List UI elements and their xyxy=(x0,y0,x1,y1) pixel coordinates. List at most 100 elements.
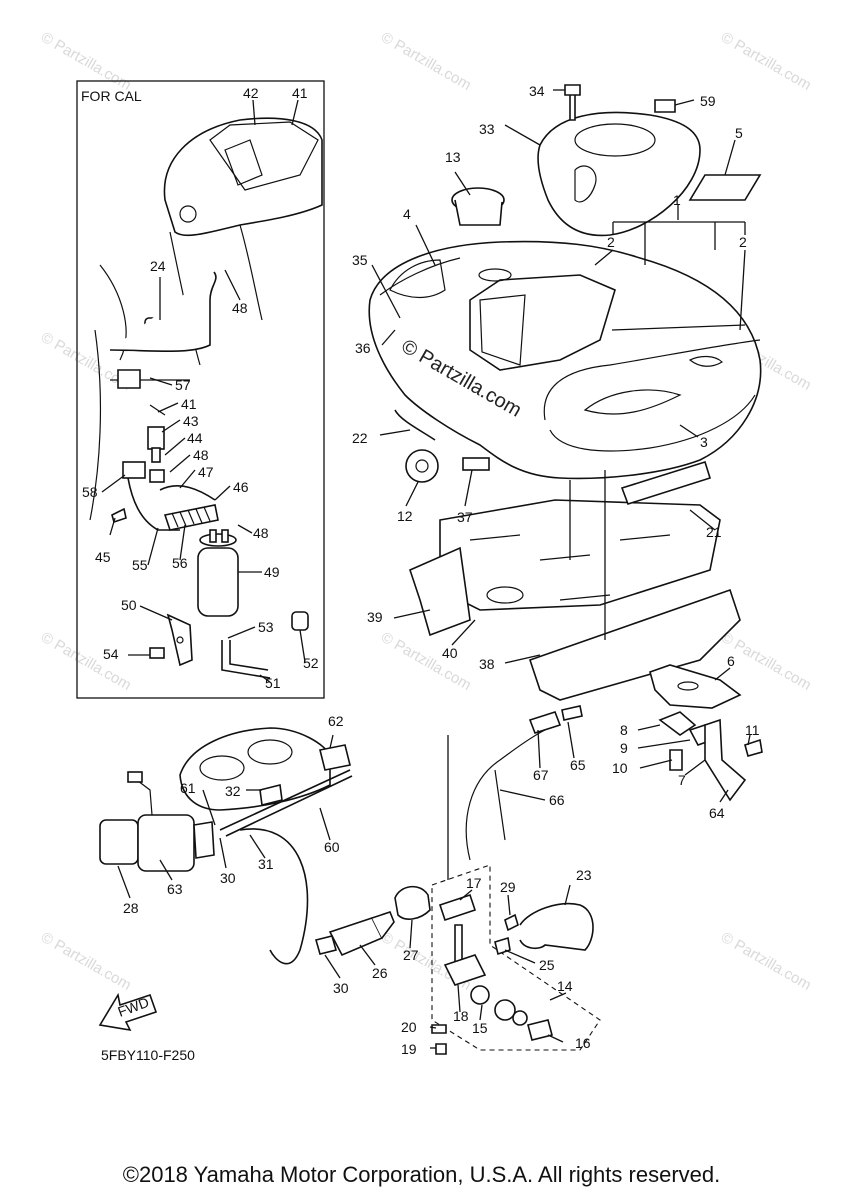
callout-54: 54 xyxy=(103,646,119,662)
callout-40: 40 xyxy=(442,645,458,661)
fuel-cap xyxy=(451,187,505,226)
callout-48: 48 xyxy=(193,447,209,463)
callout-7: 7 xyxy=(678,772,686,788)
callout-1: 1 xyxy=(673,192,681,208)
callout-60: 60 xyxy=(324,839,340,855)
callout-57: 57 xyxy=(175,377,191,393)
watermark: © Partzilla.com xyxy=(718,929,814,994)
watermark: © Partzilla.com xyxy=(378,629,474,694)
callout-36: 36 xyxy=(355,340,371,356)
callout-13: 13 xyxy=(445,149,461,165)
fwd-arrow-icon: FWD xyxy=(98,992,158,1032)
callout-9: 9 xyxy=(620,740,628,756)
callout-30: 30 xyxy=(333,980,349,996)
inset-tank xyxy=(89,117,323,521)
canister-body xyxy=(197,547,239,617)
tank-cover xyxy=(537,111,701,237)
callout-62: 62 xyxy=(328,713,344,729)
callout-42: 42 xyxy=(243,85,259,101)
callout-20: 20 xyxy=(401,1019,417,1035)
callout-27: 27 xyxy=(403,947,419,963)
callout-63: 63 xyxy=(167,881,183,897)
callout-2: 2 xyxy=(739,234,747,250)
callout-67: 67 xyxy=(533,767,549,783)
callout-21: 21 xyxy=(706,524,722,540)
callout-55: 55 xyxy=(132,557,148,573)
copyright-notice: ©2018 Yamaha Motor Corporation, U.S.A. A… xyxy=(122,1162,721,1187)
callout-61: 61 xyxy=(180,780,196,796)
callout-30: 30 xyxy=(220,870,236,886)
callout-41: 41 xyxy=(292,85,308,101)
choke-cable xyxy=(465,729,546,861)
fuel-petcock xyxy=(431,864,601,1055)
callout-50: 50 xyxy=(121,597,137,613)
callout-65: 65 xyxy=(570,757,586,773)
callout-53: 53 xyxy=(258,619,274,635)
callout-41: 41 xyxy=(181,396,197,412)
inset-title: FOR CAL xyxy=(81,88,142,104)
fuel-hose-long xyxy=(239,828,309,965)
callout-58: 58 xyxy=(82,484,98,500)
callout-31: 31 xyxy=(258,856,274,872)
heat-shields xyxy=(409,499,741,701)
vacuum-valve xyxy=(394,885,431,920)
callouts: 1 2 2 3 4 5 6 7 8 9 10 11 12 13 14 15 16… xyxy=(82,83,760,1057)
callout-34: 34 xyxy=(529,83,545,99)
damper xyxy=(462,457,490,471)
throttle-bodies xyxy=(179,727,351,811)
inset-frame xyxy=(76,80,325,699)
callout-46: 46 xyxy=(233,479,249,495)
watermark: © Partzilla.com xyxy=(38,629,134,694)
callout-3: 3 xyxy=(700,434,708,450)
callout-38: 38 xyxy=(479,656,495,672)
callout-39: 39 xyxy=(367,609,383,625)
caution-label xyxy=(688,174,762,201)
callout-66: 66 xyxy=(549,792,565,808)
inset-evap-system xyxy=(109,271,309,679)
callout-26: 26 xyxy=(372,965,388,981)
callout-25: 25 xyxy=(539,957,555,973)
callout-48: 48 xyxy=(253,525,269,541)
callout-23: 23 xyxy=(576,867,592,883)
rubber-damper xyxy=(405,449,439,483)
callout-17: 17 xyxy=(466,875,482,891)
callout-35: 35 xyxy=(352,252,368,268)
drain-hose xyxy=(394,409,436,441)
callout-18: 18 xyxy=(453,1008,469,1024)
callout-24: 24 xyxy=(150,258,166,274)
callout-28: 28 xyxy=(123,900,139,916)
fuel-pump-unit xyxy=(99,771,215,872)
callout-45: 45 xyxy=(95,549,111,565)
callout-2: 2 xyxy=(607,234,615,250)
tank-bracket xyxy=(649,664,763,802)
callout-6: 6 xyxy=(727,653,735,669)
callout-33: 33 xyxy=(479,121,495,137)
callout-11: 11 xyxy=(745,722,760,738)
callout-22: 22 xyxy=(352,430,368,446)
callout-15: 15 xyxy=(472,1020,488,1036)
callout-37: 37 xyxy=(457,509,473,525)
callout-64: 64 xyxy=(709,805,725,821)
tank-pad xyxy=(620,460,712,505)
callout-4: 4 xyxy=(403,206,411,222)
callout-51: 51 xyxy=(265,675,281,691)
callout-12: 12 xyxy=(397,508,413,524)
fuel-hose-bent xyxy=(519,902,594,951)
callout-44: 44 xyxy=(187,430,203,446)
leader-lines xyxy=(101,89,751,1049)
watermark: © Partzilla.com xyxy=(718,29,814,94)
watermark: © Partzilla.com xyxy=(38,29,134,94)
callout-10: 10 xyxy=(612,760,628,776)
callout-32: 32 xyxy=(225,783,241,799)
watermark: © Partzilla.com xyxy=(378,29,474,94)
callout-29: 29 xyxy=(500,879,516,895)
watermark: © Partzilla.com xyxy=(38,929,134,994)
callout-48: 48 xyxy=(232,300,248,316)
callout-47: 47 xyxy=(198,464,214,480)
callout-43: 43 xyxy=(183,413,199,429)
callout-5: 5 xyxy=(735,125,743,141)
callout-14: 14 xyxy=(557,978,573,994)
callout-19: 19 xyxy=(401,1041,417,1057)
callout-49: 49 xyxy=(264,564,280,580)
callout-16: 16 xyxy=(575,1035,591,1051)
